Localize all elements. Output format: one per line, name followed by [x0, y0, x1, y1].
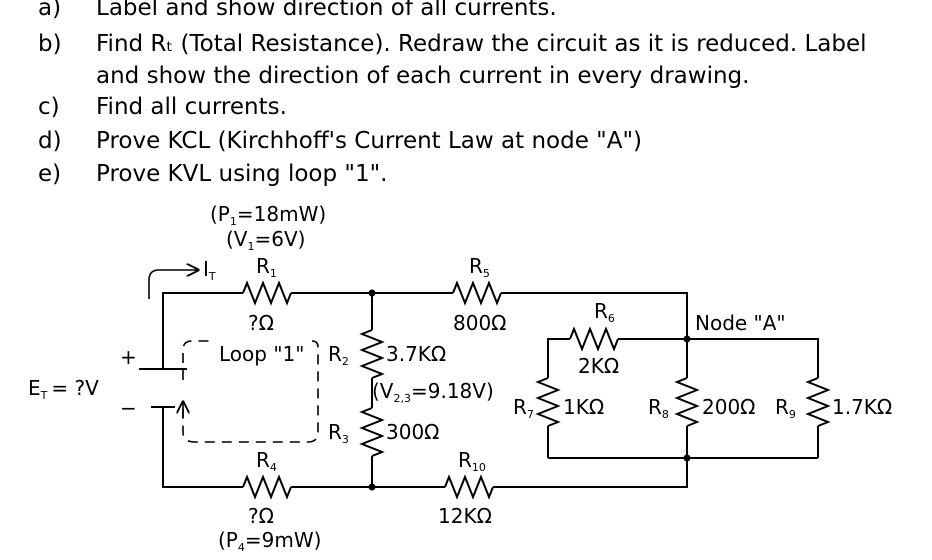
resistor-r9-name: R9 — [775, 395, 796, 421]
wire-r5-r6-junction — [501, 292, 688, 339]
question-b-continued: and show the direction of each current i… — [38, 60, 749, 92]
source-label: ET= ?V — [28, 376, 99, 402]
current-label-it: IT — [203, 257, 216, 283]
question-text: and show the direction of each current i… — [96, 63, 750, 89]
p4-annotation: (P4=9mW) — [218, 528, 321, 554]
loop-1-label: Loop "1" — [219, 342, 304, 366]
battery-plus: + — [120, 345, 137, 369]
resistor-r2 — [359, 329, 385, 379]
wire-r6-left — [547, 338, 570, 378]
resistor-r5-value: 800Ω — [453, 311, 506, 335]
resistor-r2-value: 3.7KΩ — [386, 342, 446, 366]
node-a-dot — [683, 335, 691, 343]
resistor-r7-name: R7 — [513, 395, 534, 421]
resistor-r4 — [242, 474, 292, 500]
question-text: Find all currents. — [96, 94, 287, 120]
resistor-r5 — [452, 280, 502, 306]
question-b: b) Find Rₜ (Total Resistance). Redraw the… — [38, 28, 867, 60]
question-text: Label and show direction of all currents… — [96, 0, 557, 21]
resistor-r4-value: ?Ω — [248, 504, 274, 528]
v1-annotation: (V1=6V) — [226, 227, 305, 253]
resistor-r7 — [535, 377, 561, 427]
resistor-r1-value: ?Ω — [248, 311, 274, 335]
resistor-r6-value: 2KΩ — [578, 354, 619, 378]
p1-annotation: (P1=18mW) — [210, 202, 326, 228]
resistor-r9-value: 1.7KΩ — [832, 395, 892, 419]
resistor-r8-name: R8 — [648, 395, 669, 421]
question-letter: a) — [38, 0, 62, 21]
question-e: e) Prove KVL using loop "1". — [38, 158, 388, 190]
node-a-label: Node "A" — [695, 311, 786, 335]
resistor-r10-value: 12KΩ — [438, 504, 492, 528]
resistor-r3-value: 300Ω — [386, 420, 439, 444]
resistor-r1-name: R1 — [256, 254, 277, 280]
resistor-r3 — [359, 407, 385, 457]
resistor-r5-name: R5 — [469, 254, 490, 280]
resistor-r9 — [805, 377, 831, 427]
junction-dot — [368, 289, 376, 297]
resistor-r2-name: R2 — [328, 342, 349, 368]
resistor-r10-name: R10 — [458, 448, 486, 474]
resistor-r8 — [674, 377, 700, 427]
current-arrow-it — [148, 270, 198, 299]
wire-node-r9 — [687, 338, 819, 378]
question-letter: c) — [38, 94, 60, 120]
question-c: c) Find all currents. — [38, 91, 287, 123]
resistor-r3-name: R3 — [328, 420, 349, 446]
wire-r10-bottom-rail — [493, 458, 688, 488]
resistor-r6-name: R6 — [594, 299, 615, 325]
question-letter: e) — [38, 161, 62, 187]
question-a: a) Label and show direction of all curren… — [38, 0, 557, 24]
junction-dot — [368, 483, 376, 491]
resistor-r6 — [569, 326, 619, 352]
question-text: Find Rₜ (Total Resistance). Redraw the c… — [96, 31, 867, 57]
junction-dot — [683, 454, 691, 462]
question-text: Prove KCL (Kirchhoff's Current Law at no… — [96, 128, 643, 154]
v23-annotation: (V2,3=9.18V) — [372, 379, 494, 405]
resistor-r1 — [242, 280, 292, 306]
resistor-r8-value: 200Ω — [702, 395, 755, 419]
question-text: Prove KVL using loop "1". — [96, 161, 388, 187]
battery-minus: − — [120, 396, 137, 420]
question-d: d) Prove KCL (Kirchhoff's Current Law at … — [38, 125, 642, 157]
wire-source-bottom — [162, 407, 243, 488]
wire-source-top — [162, 292, 243, 369]
question-letter: b) — [38, 31, 62, 57]
resistor-r4-name: R4 — [256, 448, 277, 474]
loop-1-path — [182, 340, 319, 443]
resistor-r10 — [444, 474, 494, 500]
resistor-r7-value: 1KΩ — [563, 395, 604, 419]
question-letter: d) — [38, 128, 62, 154]
